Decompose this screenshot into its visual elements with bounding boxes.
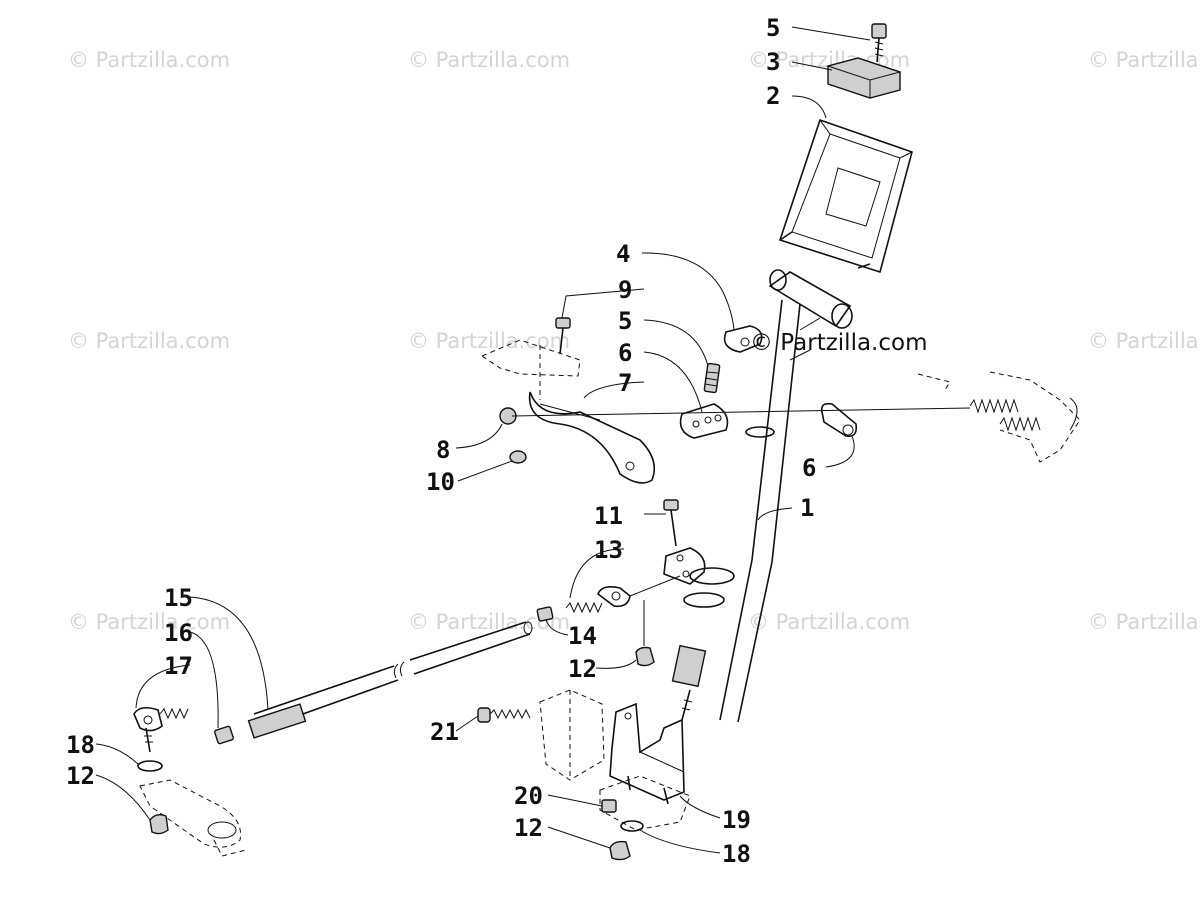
lock-nut-part	[635, 600, 655, 667]
callout-6-right: 6	[802, 454, 816, 482]
callout-10: 10	[426, 468, 455, 496]
callout-21: 21	[430, 718, 459, 746]
ghost-plate-part	[599, 775, 691, 831]
leader-lines	[95, 26, 871, 854]
watermark: © Partzilla.com	[748, 610, 910, 634]
rod-nut-part	[214, 725, 234, 745]
ghost-block-part	[539, 689, 605, 781]
callout-4: 4	[616, 240, 630, 268]
callout-2: 2	[766, 82, 780, 110]
callout-19: 19	[722, 806, 751, 834]
callout-3: 3	[766, 48, 780, 76]
cap-screw-part	[871, 23, 887, 63]
callout-9: 9	[618, 276, 632, 304]
steering-post-part	[671, 269, 853, 723]
callout-13: 13	[594, 536, 623, 564]
watermark: © Partzilla.com	[408, 329, 570, 353]
machine-screw-part	[477, 707, 531, 723]
callout-6-left: 6	[618, 339, 632, 367]
callout-18-left: 18	[66, 731, 95, 759]
watermark: © Partzilla.com	[1088, 48, 1200, 72]
watermark: © Partzilla.com	[68, 610, 230, 634]
watermark-layer: © Partzilla.com © Partzilla.com © Partzi…	[68, 48, 1200, 634]
washer-left-part	[137, 760, 163, 772]
center-watermark: © Partzilla.com	[750, 330, 928, 356]
callout-labels: 5 3 2 4 9 5 6 7 8 10 6 1 11 13 15 16 17 …	[66, 14, 816, 868]
clamp-block-part	[826, 57, 902, 99]
callout-18-bottom: 18	[722, 840, 751, 868]
callout-12-bottom: 12	[514, 814, 543, 842]
callout-17: 17	[164, 652, 193, 680]
tie-rod-end-left-part	[133, 706, 189, 753]
steering-arm-part	[528, 391, 656, 484]
washer-lower-part	[620, 820, 644, 832]
bolt-part	[703, 362, 721, 394]
nut-lower-part	[601, 799, 617, 813]
callout-11: 11	[594, 502, 623, 530]
jam-nut-part	[536, 606, 554, 622]
callout-12-mid: 12	[568, 655, 597, 683]
bushing-part	[679, 403, 729, 439]
bushing-right-part	[820, 402, 858, 438]
bracket-plate-part	[663, 547, 706, 585]
watermark: © Partzilla.com	[1088, 329, 1200, 353]
screw-part	[555, 317, 571, 355]
bolt-lower-part	[663, 499, 679, 547]
callout-16: 16	[164, 619, 193, 647]
ghost-bracket-left	[480, 339, 581, 400]
nut-small-part	[509, 450, 527, 464]
lock-nut-left-part	[149, 813, 169, 835]
spring-right-part	[917, 371, 1081, 463]
callout-8: 8	[436, 436, 450, 464]
callout-14: 14	[568, 622, 597, 650]
watermark: © Partzilla.com	[68, 48, 230, 72]
callout-7: 7	[618, 369, 632, 397]
watermark: © Partzilla.com	[1088, 610, 1200, 634]
callout-5-top: 5	[766, 14, 780, 42]
tie-rod-end-part	[565, 575, 681, 614]
watermark: © Partzilla.com	[408, 48, 570, 72]
callout-15: 15	[164, 584, 193, 612]
callout-5-mid: 5	[618, 307, 632, 335]
riser-pad-part	[778, 118, 913, 274]
clip-part	[723, 325, 763, 353]
callout-20: 20	[514, 782, 543, 810]
spindle-arm-part	[139, 779, 247, 857]
mounting-bracket-part	[609, 702, 685, 805]
tie-rod-part	[247, 621, 533, 739]
lock-nut-lower-part	[609, 840, 631, 861]
watermark: © Partzilla.com	[68, 329, 230, 353]
callout-1: 1	[800, 494, 814, 522]
rod-axis-line	[511, 407, 971, 417]
callout-12-left: 12	[66, 762, 95, 790]
